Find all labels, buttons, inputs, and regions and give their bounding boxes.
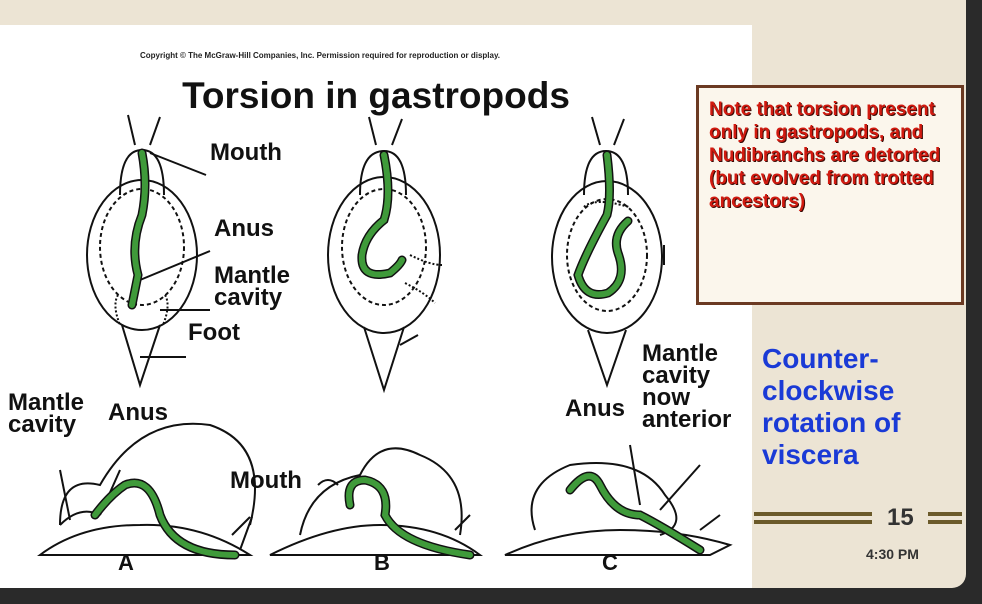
number-bar-right-lower	[928, 520, 962, 524]
panel-label-b: B	[374, 550, 390, 575]
label-mantle-cavity-top: Mantle cavity	[214, 262, 291, 311]
slide-number: 15	[887, 504, 914, 531]
torsion-figure: Copyright © The McGraw-Hill Companies, I…	[0, 25, 752, 588]
label-anus-side-a: Anus	[108, 399, 168, 426]
gastropod-drawings	[36, 114, 733, 560]
label-foot: Foot	[188, 319, 240, 346]
lateral-view-a	[36, 422, 256, 556]
number-bar-right	[928, 512, 962, 516]
torsion-note-text: Note that torsion present only in gastro…	[709, 99, 941, 212]
label-mouth-side: Mouth	[230, 467, 302, 494]
torsion-note-box: Note that torsion present only in gastro…	[696, 85, 964, 305]
slide-time: 4:30 PM	[866, 546, 919, 562]
panel-label-c: C	[602, 550, 618, 575]
lateral-view-c	[504, 462, 733, 556]
number-bar-left	[754, 512, 872, 516]
panel-label-a: A	[118, 550, 134, 575]
dorsal-view-a	[86, 114, 198, 389]
figure-title: Torsion in gastropods	[182, 75, 570, 116]
slide: Copyright © The McGraw-Hill Companies, I…	[0, 0, 966, 588]
number-bar-left-lower	[754, 520, 872, 524]
label-anus-top: Anus	[214, 215, 274, 242]
label-mantle-cavity-side: Mantle cavity	[8, 389, 85, 438]
label-anus-side-c: Anus	[565, 395, 625, 422]
label-mantle-cavity-now-anterior: Mantle cavity now anterior	[642, 340, 732, 433]
rotation-caption: Counter-clockwise rotation of viscera	[762, 343, 901, 470]
copyright-notice: Copyright © The McGraw-Hill Companies, I…	[140, 51, 501, 60]
lateral-view-b	[269, 447, 484, 556]
label-mouth-top: Mouth	[210, 139, 282, 166]
